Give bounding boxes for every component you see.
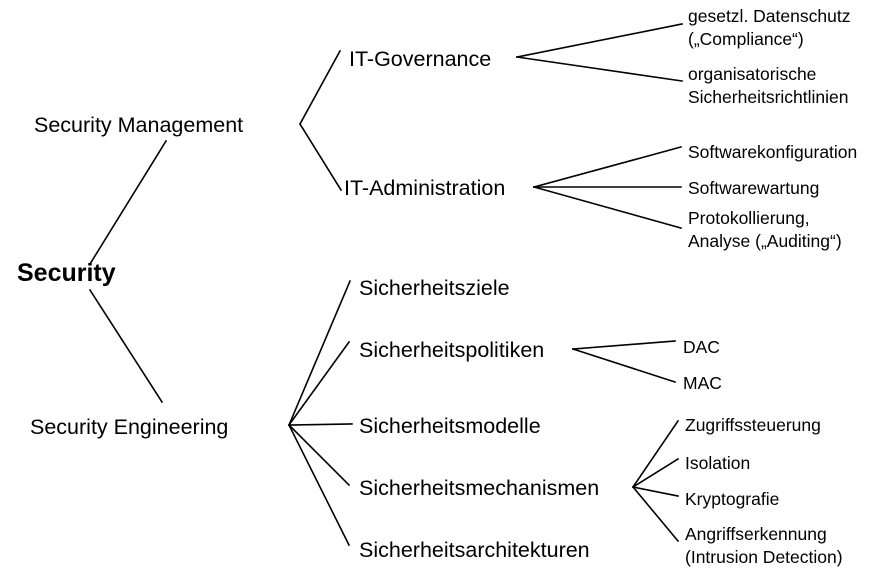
leaf-gesetzl-datenschutz-line2[interactable]: („Compliance“) (688, 29, 804, 49)
edges-it-administration (533, 146, 682, 229)
edges-it-governance (516, 23, 683, 82)
leaf-sicherheitsrichtlinien-line2[interactable]: Sicherheitsrichtlinien (688, 87, 849, 107)
edge-engineering-to-mechanismen (287, 423, 351, 487)
edge-root-to-engineering (88, 288, 164, 404)
node-security-engineering[interactable]: Security Engineering (30, 415, 228, 439)
edge-politiken-to-dac (572, 340, 676, 350)
leaf-organisatorische-line1[interactable]: organisatorische (688, 64, 816, 84)
edge-engineering-to-modelle (288, 423, 353, 426)
leaf-softwarewartung[interactable]: Softwarewartung (688, 178, 819, 198)
edge-mechanismen-to-angriffserkennung (631, 485, 680, 543)
edges-security-engineering (287, 279, 353, 547)
edges-sicherheitspolitiken (571, 340, 677, 384)
leaf-dac[interactable]: DAC (683, 337, 720, 357)
edge-mechanismen-to-isolation (631, 457, 680, 489)
edge-governance-to-datenschutz (516, 23, 683, 58)
edge-root-to-management (88, 139, 168, 266)
node-it-administration[interactable]: IT-Administration (344, 176, 505, 200)
node-sicherheitsmechanismen[interactable]: Sicherheitsmechanismen (359, 476, 599, 500)
edge-management-to-governance (298, 49, 342, 126)
edge-governance-to-richtlinien (516, 56, 683, 82)
edge-administration-to-softwarekonfiguration (533, 146, 682, 188)
node-sicherheitsmodelle[interactable]: Sicherheitsmodelle (359, 414, 541, 438)
node-it-governance[interactable]: IT-Governance (349, 47, 491, 71)
leaf-protokollierung-line1[interactable]: Protokollierung, (688, 208, 810, 228)
leaf-isolation[interactable]: Isolation (685, 453, 750, 473)
leaf-angriffserkennung-line1[interactable]: Angriffserkennung (685, 524, 827, 544)
leaf-gesetzl-datenschutz-line1[interactable]: gesetzl. Datenschutz (688, 6, 850, 26)
edges-root (88, 139, 168, 404)
leaf-softwarekonfiguration[interactable]: Softwarekonfiguration (688, 142, 857, 162)
edges-security-management (298, 49, 343, 192)
node-sicherheitsziele[interactable]: Sicherheitsziele (359, 276, 510, 300)
leaf-zugriffssteuerung[interactable]: Zugriffssteuerung (685, 415, 821, 435)
edge-engineering-to-ziele (287, 279, 352, 427)
node-root-security[interactable]: Security (17, 259, 116, 287)
node-sicherheitsarchitekturen[interactable]: Sicherheitsarchitekturen (359, 538, 590, 562)
edge-engineering-to-architekturen (287, 423, 351, 547)
edge-mechanismen-to-zugriffssteuerung (631, 419, 680, 489)
edge-engineering-to-politiken (287, 340, 351, 427)
node-security-management[interactable]: Security Management (34, 113, 243, 137)
edge-politiken-to-mac (571, 347, 677, 384)
leaf-intrusion-detection-line2[interactable]: (Intrusion Detection) (685, 547, 843, 567)
edge-management-to-administration (298, 122, 343, 192)
leaf-mac[interactable]: MAC (683, 373, 722, 393)
leaf-analyse-auditing-line2[interactable]: Analyse („Auditing“) (688, 231, 842, 251)
edge-administration-to-protokollierung (533, 186, 682, 229)
edges-sicherheitsmechanismen (631, 419, 680, 543)
node-sicherheitspolitiken[interactable]: Sicherheitspolitiken (359, 338, 544, 362)
edge-mechanismen-to-kryptografie (632, 486, 679, 497)
leaf-kryptografie[interactable]: Kryptografie (685, 489, 779, 509)
